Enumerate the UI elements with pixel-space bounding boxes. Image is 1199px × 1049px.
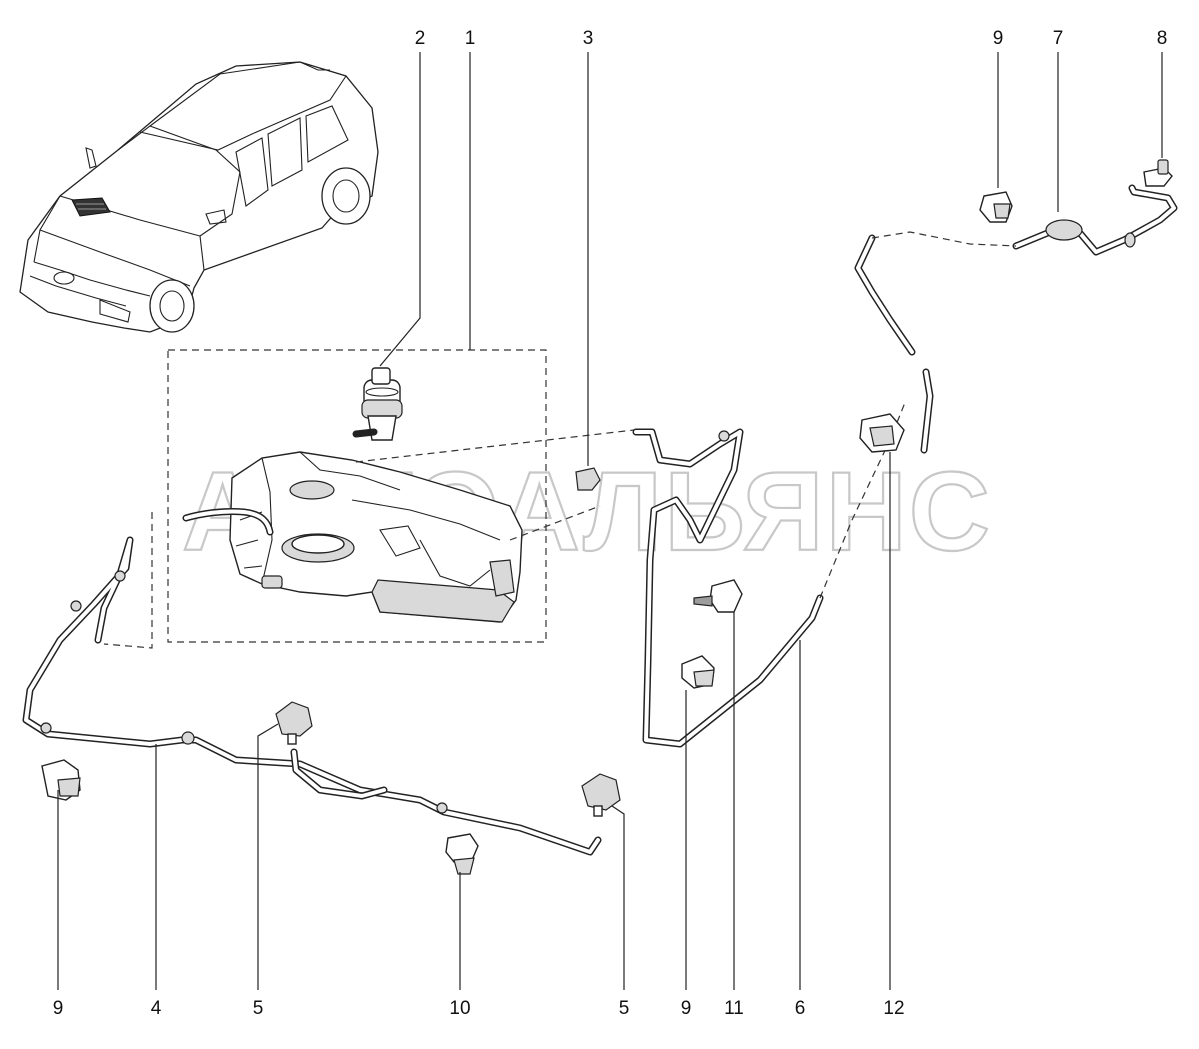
callout-11: 11 xyxy=(724,998,744,1019)
callout-2: 2 xyxy=(415,28,426,49)
callout-4: 4 xyxy=(151,998,162,1019)
clip-part xyxy=(681,655,715,689)
washer-pump-part xyxy=(352,367,403,441)
callout-7: 7 xyxy=(1053,28,1064,49)
clip-12-part xyxy=(859,413,905,453)
clip-part xyxy=(979,191,1013,223)
front-nozzle-part xyxy=(581,773,621,817)
leader-lines xyxy=(57,52,1163,990)
callout-9-mid: 9 xyxy=(681,998,692,1019)
rear-nozzle-part xyxy=(1143,159,1173,187)
fastener-3-part xyxy=(575,467,601,491)
callout-1: 1 xyxy=(465,28,476,49)
callout-9-top: 9 xyxy=(993,28,1004,49)
clip-part xyxy=(41,759,81,801)
callout-5-left: 5 xyxy=(253,998,264,1019)
callout-10: 10 xyxy=(449,998,470,1019)
washer-hose-4 xyxy=(22,536,602,856)
front-nozzle-part xyxy=(275,701,313,745)
washer-hose-7 xyxy=(854,184,1178,454)
callout-9-left: 9 xyxy=(53,998,64,1019)
washer-reservoir-part xyxy=(229,451,523,623)
clip-10-part xyxy=(445,833,479,875)
callout-12: 12 xyxy=(883,998,904,1019)
assembly-box xyxy=(167,349,547,643)
callout-6: 6 xyxy=(795,998,806,1019)
callout-5-right: 5 xyxy=(619,998,630,1019)
clip-11-part xyxy=(693,579,743,613)
car-illustration xyxy=(19,61,379,333)
callout-8: 8 xyxy=(1157,28,1168,49)
callout-3: 3 xyxy=(583,28,594,49)
washer-hose-6 xyxy=(632,428,824,748)
